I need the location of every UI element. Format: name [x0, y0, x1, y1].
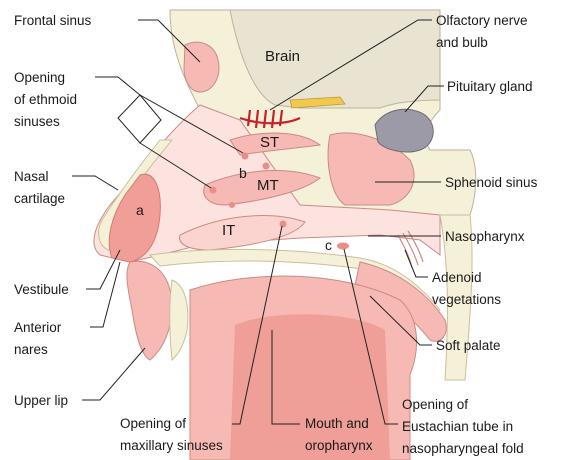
tooth [170, 280, 188, 360]
frontal-sinus [184, 42, 219, 92]
label-opening-eustachian: Opening of Eustachian tube in nasopharyn… [402, 397, 524, 456]
label-anterior-nares: Anterior nares [14, 320, 65, 357]
label-inferior-turbinate: IT [222, 222, 235, 239]
leader-adenoid [405, 250, 428, 277]
label-sphenoid-sinus: Sphenoid sinus [445, 175, 538, 190]
label-letter-b: b [239, 165, 247, 181]
label-letter-c: c [325, 237, 332, 253]
label-nasopharynx: Nasopharynx [445, 229, 525, 244]
label-olfactory: Olfactory nerve and bulb [436, 13, 531, 50]
label-nasal-cartilage: Nasal cartilage [14, 169, 65, 206]
label-superior-turbinate: ST [260, 134, 279, 151]
maxillary-opening [280, 221, 287, 228]
label-middle-turbinate: MT [257, 177, 279, 194]
eustachian-opening [337, 243, 349, 250]
label-upper-lip: Upper lip [14, 393, 68, 408]
label-brain: Brain [265, 48, 300, 65]
leader-anterior-nares [90, 262, 120, 327]
pituitary-gland-shape [375, 109, 433, 152]
leader-upper-lip [82, 348, 145, 400]
ethmoid-opening-b [242, 153, 249, 160]
label-vestibule: Vestibule [14, 282, 69, 297]
upper-lip-shape [127, 261, 172, 360]
label-opening-ethmoid: Opening of ethmoid sinuses [14, 70, 81, 129]
label-soft-palate: Soft palate [436, 338, 501, 353]
ethmoid-opening-2 [229, 202, 235, 208]
label-letter-a: a [136, 202, 144, 218]
ethmoid-bracket [118, 95, 161, 143]
brain [230, 10, 440, 108]
label-frontal-sinus: Frontal sinus [14, 13, 92, 28]
ethmoid-opening-mt [263, 163, 270, 170]
label-pituitary: Pituitary gland [447, 79, 533, 94]
leader-nasal-cartilage [72, 176, 118, 190]
